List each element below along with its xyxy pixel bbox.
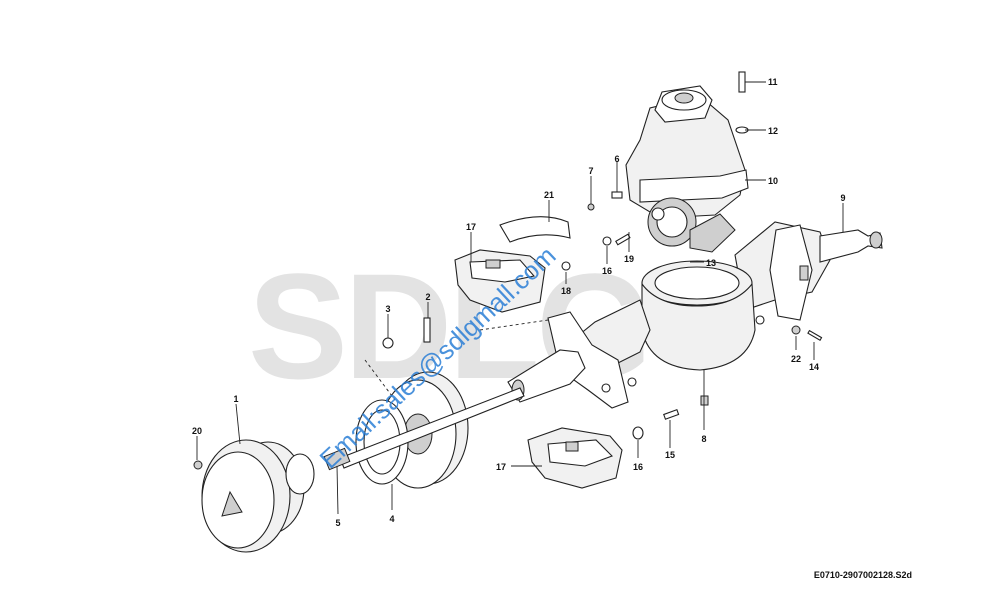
callout-8: 8	[701, 434, 706, 444]
callout-12: 12	[768, 126, 778, 136]
callout-5: 5	[335, 518, 340, 528]
callout-16-upper: 16	[602, 266, 612, 276]
callout-6: 6	[614, 154, 619, 164]
wheel-hub	[201, 439, 315, 553]
callout-2: 2	[425, 292, 430, 302]
brake-caliper-lower	[527, 427, 623, 489]
callout-20: 20	[192, 426, 202, 436]
brake-caliper-upper	[454, 249, 546, 313]
callout-14: 14	[809, 362, 819, 372]
callout-1: 1	[233, 394, 238, 404]
callout-19: 19	[624, 254, 634, 264]
callout-7: 7	[588, 166, 593, 176]
callout-17-lower: 17	[496, 462, 506, 472]
callout-17-upper: 17	[466, 222, 476, 232]
callout-21: 21	[544, 190, 554, 200]
callout-18: 18	[561, 286, 571, 296]
drive-shaft	[323, 387, 525, 471]
drawing-reference: E0710-2907002128.S2d	[813, 570, 912, 580]
axle-housing	[507, 221, 883, 409]
callout-11: 11	[768, 77, 778, 87]
callout-13: 13	[706, 258, 716, 268]
callout-10: 10	[768, 176, 778, 186]
callout-16-lower: 16	[633, 462, 643, 472]
callout-4: 4	[389, 514, 394, 524]
hardware	[193, 71, 823, 470]
callout-22: 22	[791, 354, 801, 364]
differential-carrier	[625, 85, 749, 253]
callout-9: 9	[840, 193, 845, 203]
callout-15: 15	[665, 450, 675, 460]
callout-3: 3	[385, 304, 390, 314]
leader-lines	[196, 81, 844, 515]
assembly-guide-line	[364, 319, 549, 401]
